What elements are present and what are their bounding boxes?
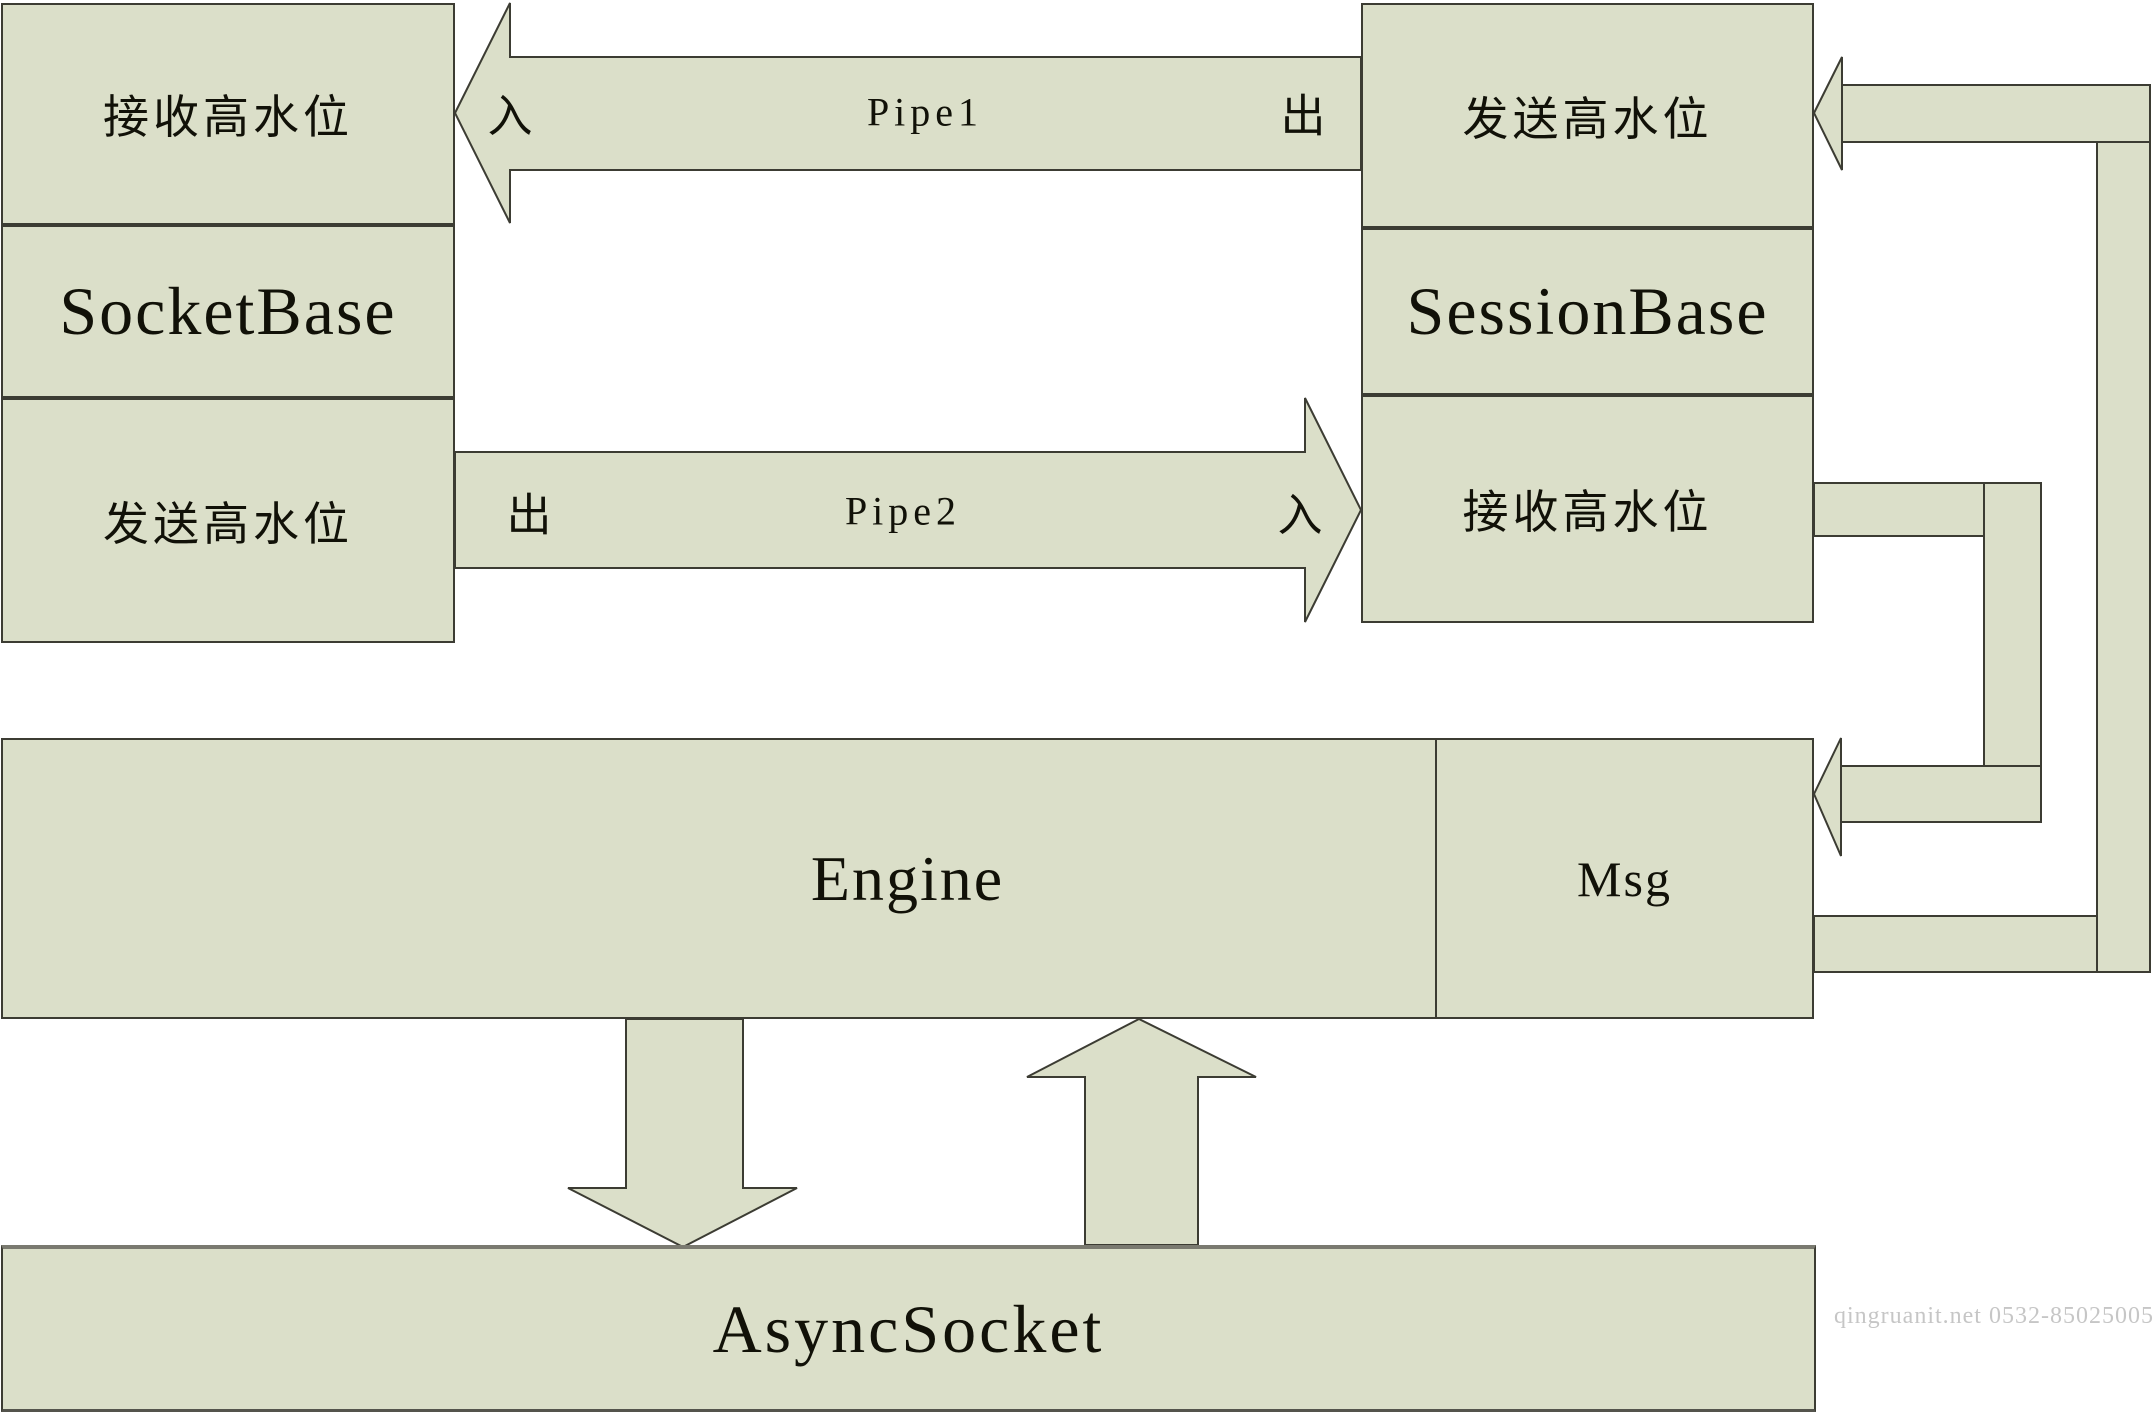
arrowhead-into-send-hwm bbox=[1812, 56, 1843, 171]
right-box-receive-high-watermark: 接收高水位 bbox=[1361, 395, 1814, 623]
msg-to-sendhwm-top-channel bbox=[1841, 84, 2151, 143]
left-box-receive-high-watermark-label: 接收高水位 bbox=[103, 92, 353, 143]
msg-section: Msg bbox=[1435, 740, 1812, 1017]
right-box-receive-high-watermark-label: 接收高水位 bbox=[1462, 487, 1713, 538]
right-box-send-high-watermark-label: 发送高水位 bbox=[1462, 93, 1713, 145]
pipe2-out-label: 出 bbox=[506, 490, 552, 541]
left-box-receive-high-watermark: 接收高水位 bbox=[1, 3, 455, 225]
msg-label: Msg bbox=[1577, 850, 1672, 907]
socketbase-label: SocketBase bbox=[59, 273, 397, 349]
msg-to-sendhwm-bottom-channel bbox=[1813, 915, 2151, 973]
watermark-text: qingruanit.net 0532-85025005 bbox=[1834, 1303, 2154, 1329]
msg-to-sendhwm-right-bar bbox=[2096, 84, 2151, 973]
pipe2-block-arrow bbox=[454, 397, 1363, 623]
pipe1-in-label: 入 bbox=[487, 91, 533, 142]
right-box-sessionbase: SessionBase bbox=[1361, 228, 1814, 395]
left-box-socketbase: SocketBase bbox=[1, 225, 455, 398]
asyncsocket-to-engine-up-arrow bbox=[1026, 1017, 1257, 1246]
arrowhead-into-msg bbox=[1812, 737, 1842, 857]
recvhwm-to-msg-bottom-channel bbox=[1840, 765, 2042, 823]
pipe2-name-label: Pipe2 bbox=[844, 488, 962, 534]
pipe1-out-label: 出 bbox=[1280, 91, 1326, 142]
left-box-send-high-watermark: 发送高水位 bbox=[1, 398, 455, 643]
engine-box: Engine Msg bbox=[1, 738, 1814, 1019]
engine-label: Engine bbox=[810, 842, 1005, 914]
sessionbase-label: SessionBase bbox=[1406, 273, 1769, 349]
pipe2-in-label: 入 bbox=[1277, 490, 1323, 541]
left-box-send-high-watermark-label: 发送高水位 bbox=[103, 498, 353, 550]
engine-label-wrap: Engine bbox=[3, 740, 1812, 1017]
async-socket-label: AsyncSocket bbox=[712, 1290, 1105, 1367]
right-box-send-high-watermark: 发送高水位 bbox=[1361, 3, 1814, 228]
async-socket-box: AsyncSocket bbox=[1, 1245, 1816, 1412]
pipe1-name-label: Pipe1 bbox=[866, 89, 984, 135]
engine-to-asyncsocket-down-arrow bbox=[567, 1018, 798, 1249]
